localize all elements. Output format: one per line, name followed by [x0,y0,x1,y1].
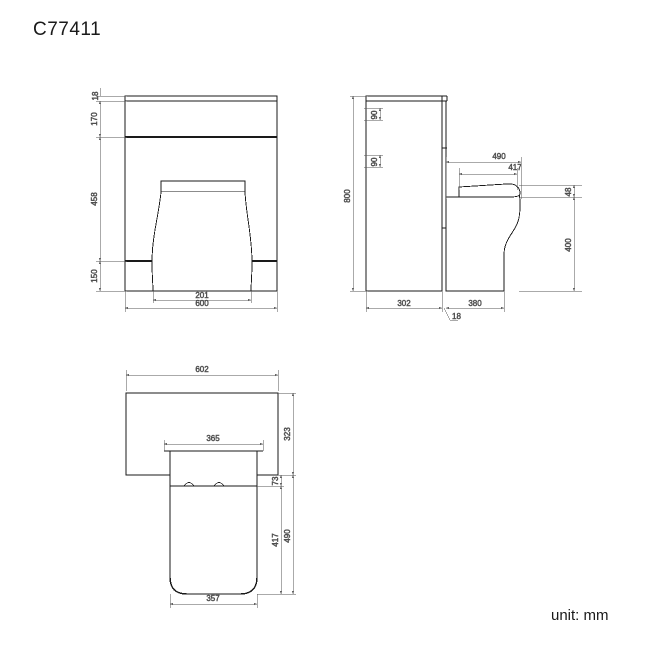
dim-side-handle-lower: 90 [370,157,379,166]
dim-side-seat-overall-depth: 490 [492,152,506,161]
dim-side-pan-height: 400 [564,238,573,252]
front-elevation-dimensions: 18 170 458 150 201 600 [90,88,278,312]
page-title: C77411 [33,19,102,40]
side-elevation-geometry [365,95,521,292]
plan-view-dimensions: 602 365 357 323 73 [125,365,296,608]
dim-plan-cabinet-depth: 323 [283,427,292,441]
dim-front-overall-width: 600 [195,299,209,308]
dim-plan-pan-body-depth: 417 [271,533,280,547]
dim-plan-lid-offset: 73 [271,476,280,485]
dim-side-seat-thickness: 48 [564,187,573,196]
dim-front-upper-band: 170 [90,112,99,126]
dim-front-top-strip: 18 [91,91,100,100]
side-elevation-dimensions: 800 90 90 490 417 [343,95,582,321]
dim-front-pan-base-width: 201 [195,291,209,300]
front-elevation-geometry [124,95,278,292]
dim-side-overall-height: 800 [343,189,352,203]
dim-plan-pan-overall-depth: 490 [283,529,292,543]
dim-front-plinth-height: 150 [90,269,99,283]
dim-side-cabinet-depth: 302 [397,299,411,308]
dim-plan-pan-base-width: 357 [206,594,220,603]
dim-side-handle-upper: 90 [370,110,379,119]
dim-plan-cabinet-width: 602 [195,365,209,374]
dim-front-middle-height: 458 [90,192,99,206]
dim-side-seat-inner-depth: 417 [508,163,522,172]
dim-plan-pan-top-width: 365 [206,434,220,443]
dim-side-pan-depth: 380 [468,299,482,308]
unit-label: unit: mm [551,607,609,624]
dim-side-panel-thickness: 18 [452,312,461,321]
plan-view-geometry [125,392,279,595]
